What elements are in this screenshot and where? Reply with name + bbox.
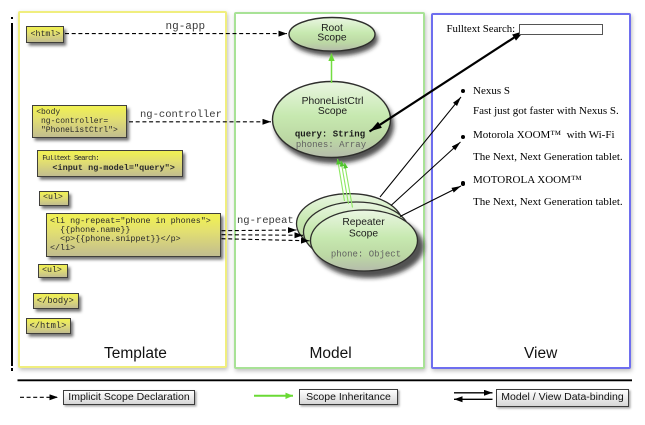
svg-text:Root: Root [321,23,343,34]
svg-text:Scope: Scope [349,228,378,239]
svg-text:Repeater: Repeater [342,217,385,228]
svg-text:PhoneListCtrl: PhoneListCtrl [302,96,364,107]
svg-text:Scope: Scope [318,106,347,117]
svg-text:phones: Array: phones: Array [296,140,367,150]
svg-text:query: String: query: String [295,130,365,140]
svg-text:Scope: Scope [317,33,346,44]
svg-text:phone: Object: phone: Object [331,250,401,260]
